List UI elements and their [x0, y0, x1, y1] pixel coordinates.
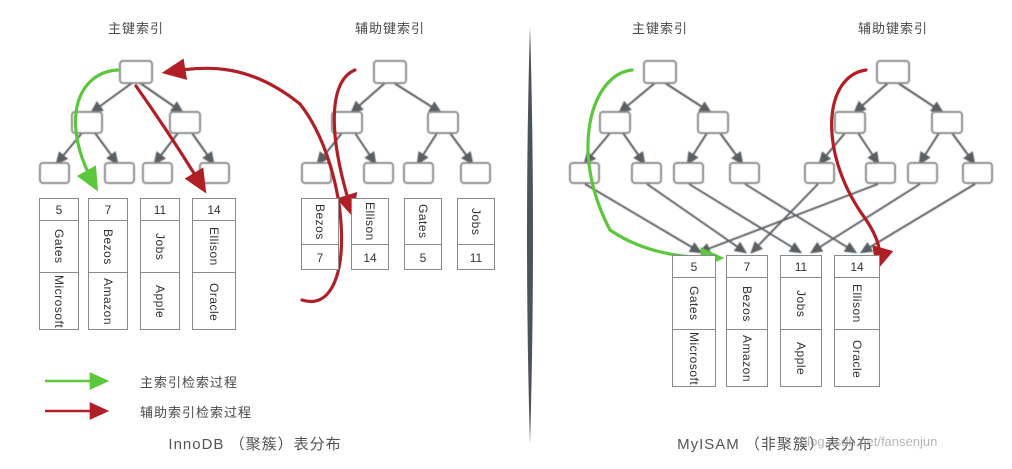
- right-record-2: 11 Jobs Apple: [780, 255, 822, 387]
- right-record-1: 7 Bezos Amazon: [726, 255, 768, 387]
- record-id: 5: [673, 256, 715, 278]
- record-id: 5: [40, 199, 78, 221]
- left-primary-tree-nodes: [39, 60, 230, 184]
- record-company: Microsoft: [687, 332, 701, 386]
- record-company: Apple: [153, 285, 167, 319]
- right-panel-caption: MyISAM （非聚簇）表分布: [677, 436, 873, 453]
- record-company: Amazon: [740, 335, 754, 383]
- legend-primary-label: 主索引检索过程: [140, 375, 239, 390]
- left-secondary-search-arrow-down: [332, 68, 358, 219]
- left-record-3: 14 Ellison Oracle: [192, 198, 236, 330]
- record-name: Ellison: [207, 227, 221, 266]
- left-secondary-record-3: Jobs 11: [457, 198, 495, 270]
- right-secondary-header: 辅助键索引: [857, 21, 929, 36]
- record-name: Gates: [52, 229, 66, 264]
- right-secondary-tree-nodes: [804, 60, 993, 184]
- left-primary-header: 主键索引: [107, 21, 165, 36]
- right-secondary-search-arrow: [830, 68, 894, 272]
- secondary-name: Ellison: [363, 202, 377, 241]
- record-name: Jobs: [153, 232, 167, 261]
- right-primary-leaf-to-table: [584, 183, 858, 254]
- secondary-id: 14: [363, 251, 377, 265]
- secondary-id: 7: [316, 251, 324, 265]
- right-primary-header: 主键索引: [631, 21, 689, 36]
- record-id: 14: [193, 199, 235, 221]
- left-secondary-search-arrow-to-row: [134, 84, 207, 194]
- left-primary-search-arrow: [73, 68, 120, 192]
- left-panel-caption: InnoDB （聚簇）表分布: [168, 436, 342, 453]
- left-secondary-search-arrow-return: [161, 58, 344, 304]
- record-company: Microsoft: [52, 275, 66, 329]
- left-record-2: 11 Jobs Apple: [140, 198, 180, 330]
- record-id: 7: [727, 256, 767, 278]
- left-secondary-tree-edges: [316, 82, 474, 166]
- record-company: Oracle: [850, 339, 864, 379]
- secondary-name: Bezos: [313, 203, 327, 240]
- right-record-0: 5 Gates Microsoft: [672, 255, 716, 387]
- left-secondary-record-2: Gates 5: [404, 198, 442, 270]
- secondary-name: Gates: [416, 204, 430, 239]
- watermark-text: blog.csdn.net/fansenjun: [800, 434, 938, 449]
- left-record-0: 5 Gates Microsoft: [39, 198, 79, 330]
- record-name: Jobs: [794, 289, 808, 318]
- record-name: Ellison: [850, 284, 864, 323]
- right-primary-tree-nodes: [569, 60, 760, 184]
- legend-secondary-label: 辅助索引检索过程: [140, 405, 253, 420]
- secondary-name: Jobs: [469, 207, 483, 236]
- right-record-3: 14 Ellison Oracle: [834, 255, 880, 387]
- panel-divider: [527, 26, 533, 444]
- record-company: Oracle: [207, 282, 221, 322]
- record-name: Bezos: [740, 285, 754, 322]
- record-company: Apple: [794, 342, 808, 376]
- left-record-1: 7 Bezos Amazon: [88, 198, 128, 330]
- record-id: 11: [141, 199, 179, 221]
- left-secondary-record-0: Bezos 7: [301, 198, 339, 270]
- left-secondary-tree-nodes: [301, 60, 491, 184]
- secondary-id: 5: [419, 251, 427, 265]
- record-id: 7: [89, 199, 127, 221]
- record-name: Gates: [687, 286, 701, 321]
- record-id: 14: [835, 256, 879, 278]
- left-secondary-record-1: Ellison 14: [351, 198, 389, 270]
- record-id: 11: [781, 256, 821, 278]
- secondary-id: 11: [469, 251, 483, 265]
- left-secondary-header: 辅助键索引: [354, 21, 426, 36]
- record-company: Amazon: [101, 278, 115, 326]
- record-name: Bezos: [101, 228, 115, 265]
